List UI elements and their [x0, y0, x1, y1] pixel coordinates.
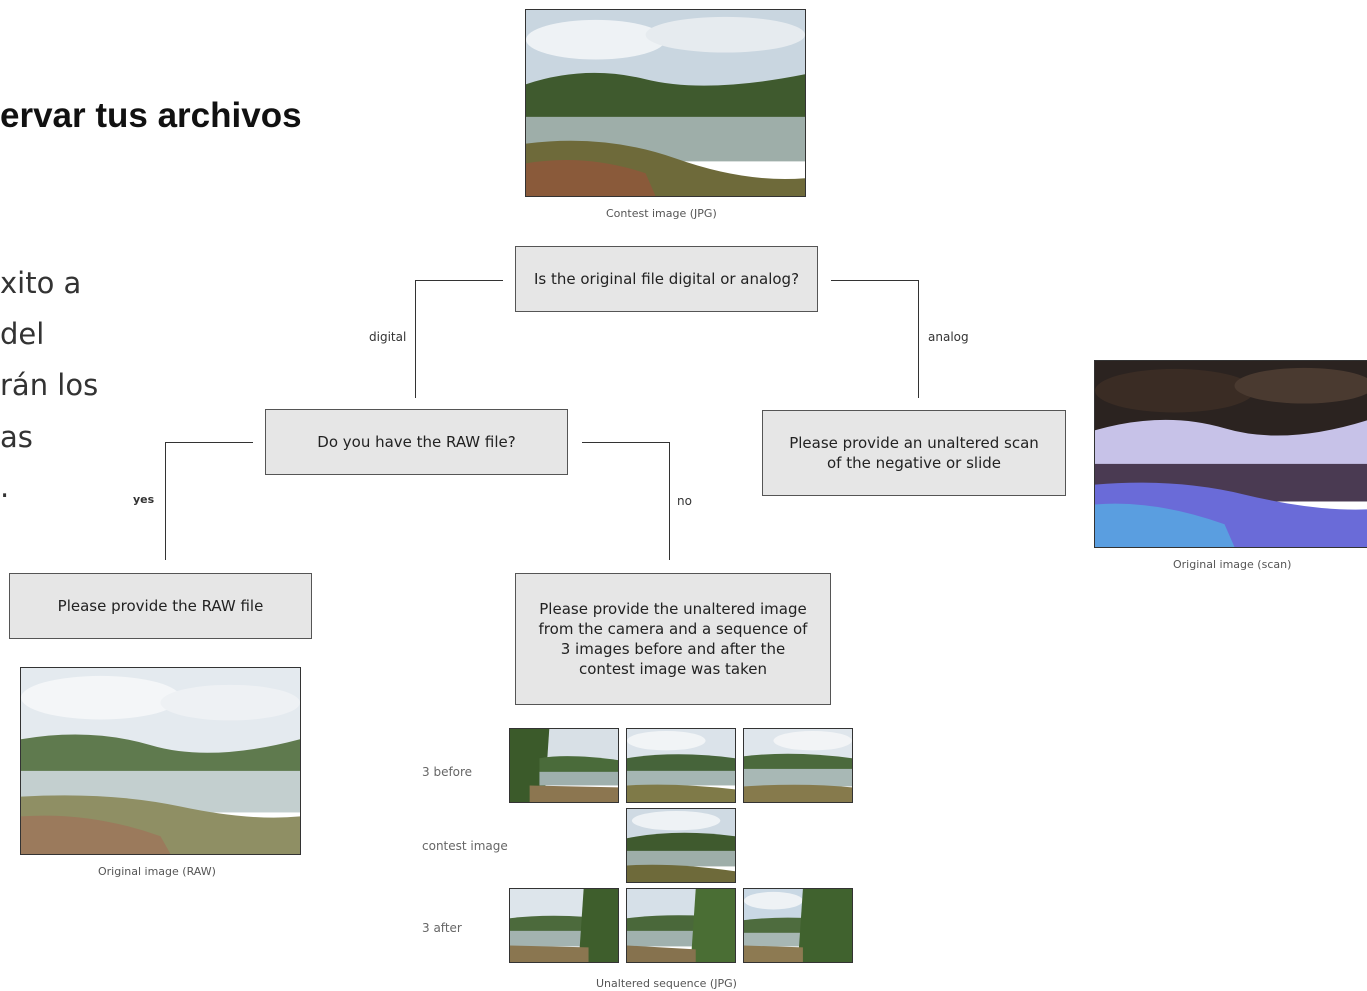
branch-label-digital: digital	[369, 330, 407, 344]
paragraph-line-2: del	[0, 317, 45, 351]
connector-digital-down	[415, 280, 416, 398]
connector-q2-left	[165, 442, 253, 443]
paragraph-line-3: rán los	[0, 368, 99, 402]
row-label-contest: contest image	[422, 839, 508, 853]
sequence-after-1	[509, 888, 619, 963]
section-heading: ervar tus archivos	[0, 96, 302, 135]
question-digital-or-analog-text: Is the original file digital or analog?	[533, 270, 800, 288]
branch-label-no: no	[677, 494, 692, 508]
raw-image	[20, 667, 301, 855]
branch-label-analog: analog	[928, 330, 969, 344]
connector-q1-right	[831, 280, 919, 281]
sequence-after-2	[626, 888, 736, 963]
question-digital-or-analog: Is the original file digital or analog?	[515, 246, 818, 312]
analog-instruction-text: Please provide an unaltered scan of the …	[789, 434, 1039, 472]
connector-q2-right	[582, 442, 670, 443]
sequence-before-1	[509, 728, 619, 803]
question-raw-file-text: Do you have the RAW file?	[317, 433, 516, 451]
sequence-contest	[626, 808, 736, 883]
scan-image	[1094, 360, 1367, 548]
row-label-before: 3 before	[422, 765, 473, 779]
connector-q1-left	[415, 280, 503, 281]
raw-instruction-box: Please provide the RAW file	[9, 573, 312, 639]
connector-no-down	[669, 442, 670, 560]
contest-caption: Contest image (JPG)	[606, 207, 717, 220]
question-raw-file: Do you have the RAW file?	[265, 409, 568, 475]
sequence-instruction-box: Please provide the unaltered image from …	[515, 573, 831, 705]
connector-analog-down	[918, 280, 919, 398]
sequence-instruction-text: Please provide the unaltered image from …	[538, 600, 808, 678]
branch-label-yes: yes	[133, 493, 155, 506]
paragraph-line-1: xito a	[0, 266, 82, 300]
raw-caption: Original image (RAW)	[98, 865, 216, 878]
contest-image	[525, 9, 806, 197]
sequence-after-3	[743, 888, 853, 963]
scan-caption: Original image (scan)	[1173, 558, 1292, 571]
paragraph-line-5: .	[0, 470, 10, 504]
sequence-before-3	[743, 728, 853, 803]
row-label-after: 3 after	[422, 921, 462, 935]
raw-instruction-text: Please provide the RAW file	[57, 597, 264, 615]
sequence-caption: Unaltered sequence (JPG)	[596, 977, 737, 990]
sequence-before-2	[626, 728, 736, 803]
connector-yes-down	[165, 442, 166, 560]
analog-instruction-box: Please provide an unaltered scan of the …	[762, 410, 1066, 496]
paragraph-line-4: as	[0, 420, 33, 454]
